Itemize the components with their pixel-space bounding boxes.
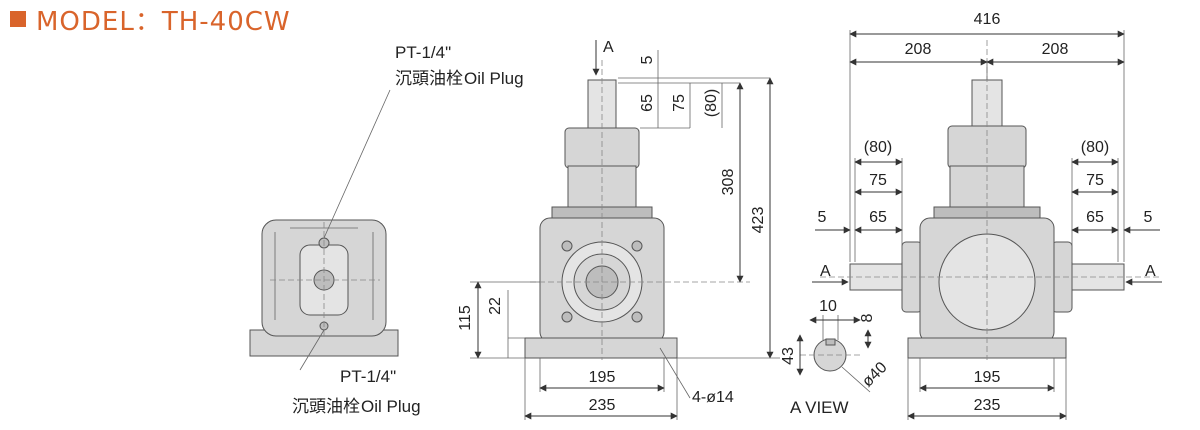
- front-arrow-label: A: [603, 39, 614, 56]
- front-dim-65: 65: [639, 94, 656, 112]
- plug-bottom-label-cjk: 沉頭油栓: [292, 397, 360, 417]
- right-dim-80-left: (80): [864, 139, 892, 156]
- right-arrow-right-label: A: [1145, 263, 1156, 280]
- right-dim-65-right: 65: [1086, 209, 1104, 226]
- right-arrow-left-label: A: [820, 263, 831, 280]
- front-dim-195: 195: [589, 369, 616, 386]
- right-dim-208-right: 208: [1042, 41, 1069, 58]
- model-title-text: MODEL：TH-40CW: [36, 6, 291, 37]
- right-dim-208-left: 208: [905, 41, 932, 58]
- right-dim-75-right: 75: [1086, 172, 1104, 189]
- title-square-icon: [10, 11, 26, 27]
- a-view-dim-43: 43: [780, 347, 797, 365]
- front-dim-235: 235: [589, 397, 616, 414]
- a-view-keyway: [825, 338, 836, 346]
- a-view-dim-8: 8: [859, 313, 876, 322]
- a-view: [800, 338, 860, 372]
- plug-top-size: PT-1/4": [395, 43, 451, 62]
- plug-top-label: Oil Plug: [464, 69, 524, 88]
- right-dim-80-right: (80): [1081, 139, 1109, 156]
- front-dim-80: (80): [703, 89, 720, 117]
- right-dim-235: 235: [974, 397, 1001, 414]
- front-dim-5: 5: [639, 55, 656, 64]
- plug-bottom-label: Oil Plug: [361, 397, 421, 416]
- bolt-br-icon: [631, 311, 643, 323]
- front-dim-22: 22: [487, 297, 504, 315]
- side-view: [249, 89, 399, 371]
- right-dim-5-right: 5: [1144, 209, 1153, 226]
- front-view: [524, 60, 750, 360]
- bolt-bl-icon: [561, 311, 573, 323]
- a-view-dim-40: ø40: [859, 359, 891, 391]
- front-dim-308: 308: [720, 169, 737, 196]
- a-view-title: A VIEW: [790, 398, 849, 417]
- front-dim-423: 423: [750, 207, 767, 234]
- right-dim-65-left: 65: [869, 209, 887, 226]
- plug-top-label-cjk: 沉頭油栓: [395, 69, 463, 89]
- right-dim-75-left: 75: [869, 172, 887, 189]
- right-dim-195: 195: [974, 369, 1001, 386]
- right-dim-416: 416: [974, 11, 1001, 28]
- model-title: MODEL：TH-40CW: [10, 4, 291, 37]
- bolt-tl-icon: [561, 240, 573, 252]
- bolt-tr-icon: [631, 240, 643, 252]
- front-view-base: [524, 337, 678, 359]
- front-dim-115: 115: [457, 305, 474, 331]
- right-view: [820, 40, 1160, 360]
- front-dim-75: 75: [671, 94, 688, 112]
- a-view-dim-10: 10: [819, 298, 837, 315]
- front-dim-holes: 4-ø14: [692, 389, 734, 406]
- plug-bottom-size: PT-1/4": [340, 367, 396, 386]
- right-dim-5-left: 5: [818, 209, 827, 226]
